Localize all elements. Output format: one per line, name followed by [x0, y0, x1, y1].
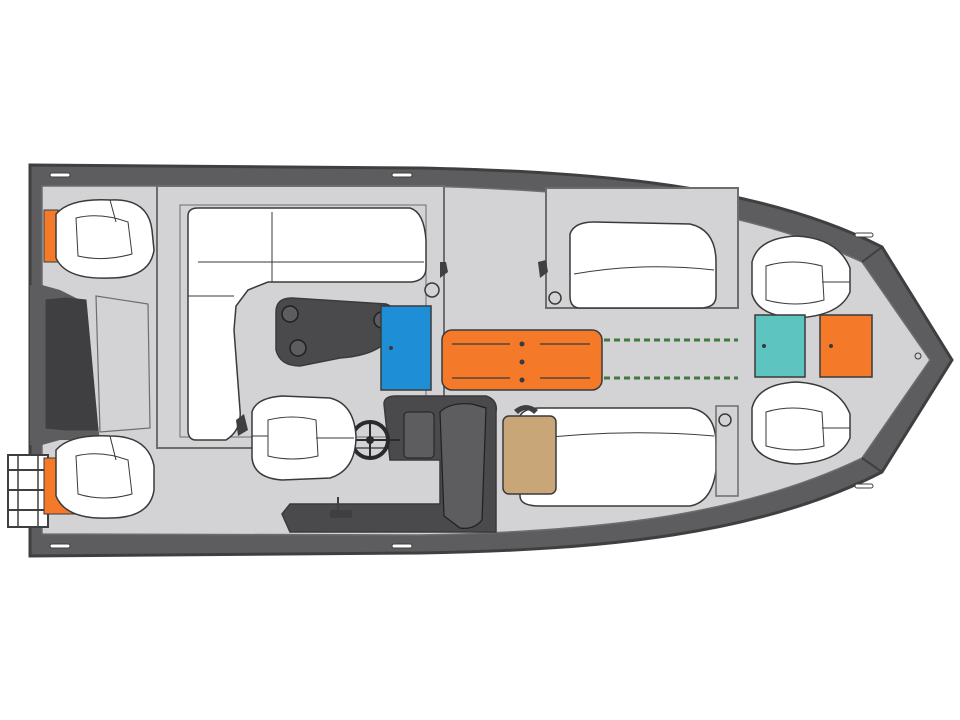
teal-hatch-latch [762, 344, 766, 348]
cleat-mid-top [391, 172, 413, 178]
helm-console[interactable] [281, 395, 498, 533]
mid-bench-seam-top [573, 266, 715, 275]
stern-well-inner [45, 297, 99, 431]
mid-cleat-hook [538, 260, 548, 278]
bow-orange-storage-hatch[interactable] [819, 314, 873, 378]
cleat-bow-bottom [854, 483, 874, 489]
stern-step-pad [95, 295, 151, 433]
driver-seat[interactable] [251, 395, 357, 481]
seat-post-mid-bottom [718, 413, 732, 427]
cleat-stern-bottom [49, 543, 71, 549]
rear-bench-seat[interactable] [187, 207, 427, 441]
boarding-ladder[interactable] [7, 454, 49, 528]
blue-hatch-latch [389, 346, 393, 350]
tan-cooler-storage[interactable] [502, 415, 557, 495]
bow-anchor-point [914, 352, 922, 360]
driver-seat-pedestal-hook [236, 414, 248, 436]
bow-orange-hatch-latch [829, 344, 833, 348]
bow-seat-bottom[interactable] [751, 381, 851, 465]
bow-seat-top[interactable] [751, 235, 851, 319]
stern-seat-top[interactable] [43, 199, 155, 279]
seat-post-mid-top [548, 291, 562, 305]
rear-cleat-hook [440, 262, 448, 278]
blue-storage-hatch[interactable] [380, 305, 432, 391]
seat-post-rear [424, 282, 440, 298]
bow-gunwale-top [861, 246, 883, 263]
mid-bench-riser [715, 405, 739, 497]
center-orange-storage-hatch[interactable] [441, 329, 603, 391]
cleat-stern-top [49, 172, 71, 178]
cooler-handle [514, 405, 538, 414]
mid-bench-seat-top[interactable] [569, 221, 717, 309]
bow-gunwale-bottom [861, 457, 883, 473]
cleat-bow-top [854, 232, 874, 238]
stern-seat-bottom[interactable] [43, 435, 155, 519]
cleat-mid-bottom [391, 543, 413, 549]
throttle-lever[interactable] [330, 497, 352, 518]
